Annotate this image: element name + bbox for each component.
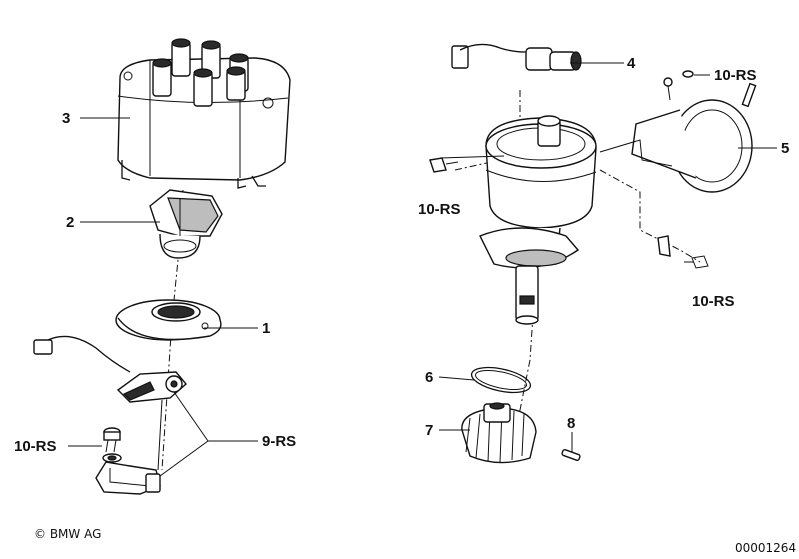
label-2: 2: [66, 214, 74, 231]
label-7: 7: [425, 422, 433, 439]
label-10-rs-top-right: 10-RS: [714, 67, 757, 84]
clip-washer-part: [682, 70, 694, 78]
image-number: 00001264: [735, 541, 796, 555]
label-4: 4: [627, 55, 636, 72]
label-10-rs-mid: 10-RS: [418, 201, 461, 218]
leader-lines: [68, 62, 777, 477]
o-ring-part: [470, 366, 532, 394]
vacuum-unit-part: [599, 77, 757, 193]
pin-part: [561, 448, 581, 462]
contact-breaker-part: [33, 335, 187, 495]
label-8: 8: [567, 415, 575, 432]
label-5: 5: [781, 140, 789, 157]
screw-lower-part: [657, 235, 709, 269]
copyright-text: © BMW AG: [34, 527, 101, 541]
screw-upper-part: [429, 157, 459, 173]
drive-gear-part: [461, 402, 537, 464]
rotor-part: [149, 189, 223, 259]
distributor-cap-part: [117, 38, 291, 189]
label-6: 6: [425, 369, 433, 386]
dust-shield-part: [115, 299, 222, 341]
sensor-part: [451, 43, 582, 71]
screw-washer-left-part: [102, 427, 122, 463]
distributor-body-part: [479, 115, 597, 325]
right-side-center-line: [599, 169, 701, 263]
label-10-rs-left: 10-RS: [14, 438, 57, 455]
label-10-rs-lower-right: 10-RS: [692, 293, 735, 310]
label-9-rs: 9-RS: [262, 433, 296, 450]
label-3: 3: [62, 110, 70, 127]
label-1: 1: [262, 320, 270, 337]
